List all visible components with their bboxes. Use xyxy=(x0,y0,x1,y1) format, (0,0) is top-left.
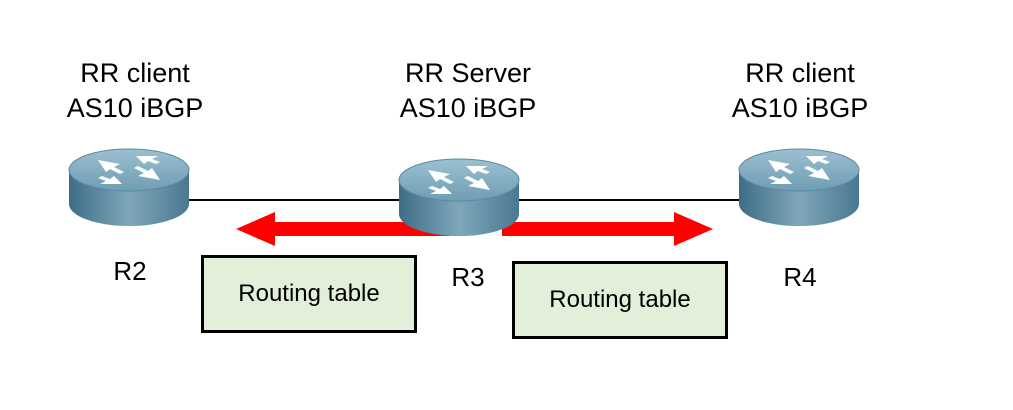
r3-label: RR Server AS10 iBGP xyxy=(368,56,568,126)
r4-as-info: AS10 iBGP xyxy=(731,93,869,123)
r4-name: R4 xyxy=(783,262,817,292)
routing-table-box-right: Routing table xyxy=(512,261,728,339)
arrow-to-r2 xyxy=(236,212,450,246)
r3-role: RR Server xyxy=(404,58,532,88)
r4-role: RR client xyxy=(745,58,855,88)
router-icon-r3 xyxy=(398,158,520,236)
routing-table-label: Routing table xyxy=(549,286,691,313)
r2-role: RR client xyxy=(80,58,190,88)
r2-label: RR client AS10 iBGP xyxy=(40,56,230,126)
router-icon-r4 xyxy=(738,148,860,226)
r2-as-info: AS10 iBGP xyxy=(66,93,204,123)
r2-name: R2 xyxy=(113,256,147,286)
routing-table-box-left: Routing table xyxy=(201,255,417,333)
routing-table-label: Routing table xyxy=(238,280,380,307)
r4-label: RR client AS10 iBGP xyxy=(705,56,895,126)
arrow-to-r4 xyxy=(502,212,713,246)
r3-as-info: AS10 iBGP xyxy=(399,93,537,123)
r3-name: R3 xyxy=(451,262,485,292)
router-icon-r2 xyxy=(68,148,190,226)
